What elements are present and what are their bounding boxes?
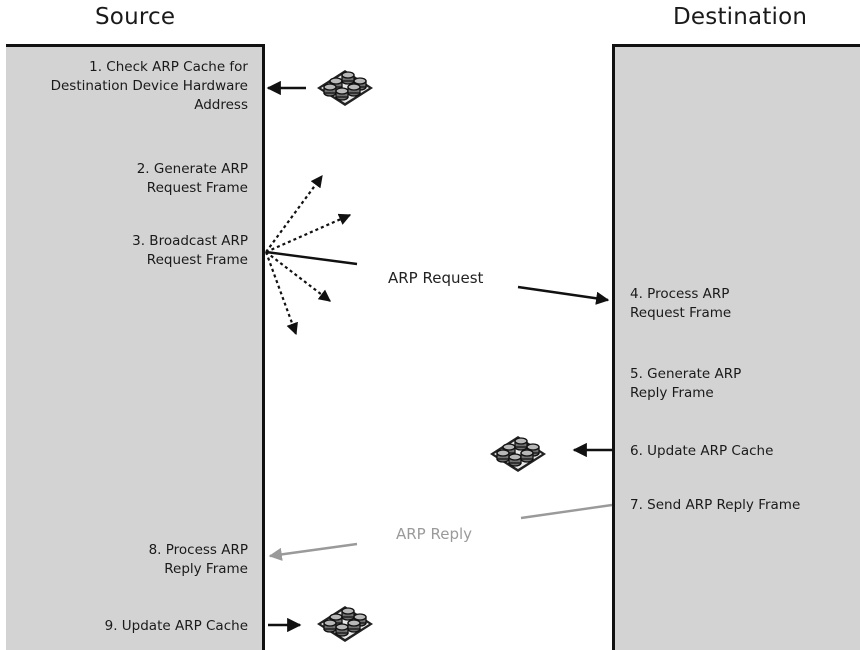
step-9-update-cache: 9. Update ARP Cache bbox=[104, 618, 248, 634]
step-4-process-request: 4. Process ARP Request Frame bbox=[630, 286, 732, 321]
source-timeline bbox=[6, 44, 265, 650]
broadcast-ray bbox=[264, 251, 298, 336]
arp-request-line-start bbox=[265, 250, 358, 266]
destination-title: Destination bbox=[673, 4, 808, 30]
arp-reply-arrow bbox=[268, 542, 358, 561]
step-8-process-reply: 8. Process ARP Reply Frame bbox=[148, 542, 248, 577]
cache-icon-source-bottom bbox=[316, 605, 374, 643]
arp-request-label: ARP Request bbox=[388, 269, 484, 287]
step-7-send-reply: 7. Send ARP Reply Frame bbox=[630, 497, 801, 513]
cache-icon-source-top bbox=[316, 69, 374, 107]
step-3-broadcast-request: 3. Broadcast ARP Request Frame bbox=[132, 233, 248, 268]
arp-request-arrow bbox=[517, 285, 610, 305]
broadcast-ray bbox=[265, 175, 323, 253]
step-2-generate-request: 2. Generate ARP Request Frame bbox=[136, 161, 248, 196]
step-6-update-cache: 6. Update ARP Cache bbox=[630, 443, 774, 459]
arp-reply-line-start bbox=[520, 503, 613, 520]
step-1-check-cache: 1. Check ARP Cache for Destination Devic… bbox=[50, 59, 248, 113]
broadcast-ray bbox=[265, 251, 331, 302]
broadcast-ray bbox=[265, 213, 352, 254]
destination-timeline bbox=[612, 44, 860, 650]
step-5-generate-reply: 5. Generate ARP Reply Frame bbox=[630, 366, 742, 401]
cache-icon-destination bbox=[489, 435, 547, 473]
source-title: Source bbox=[95, 4, 176, 30]
arp-reply-label: ARP Reply bbox=[396, 525, 472, 543]
